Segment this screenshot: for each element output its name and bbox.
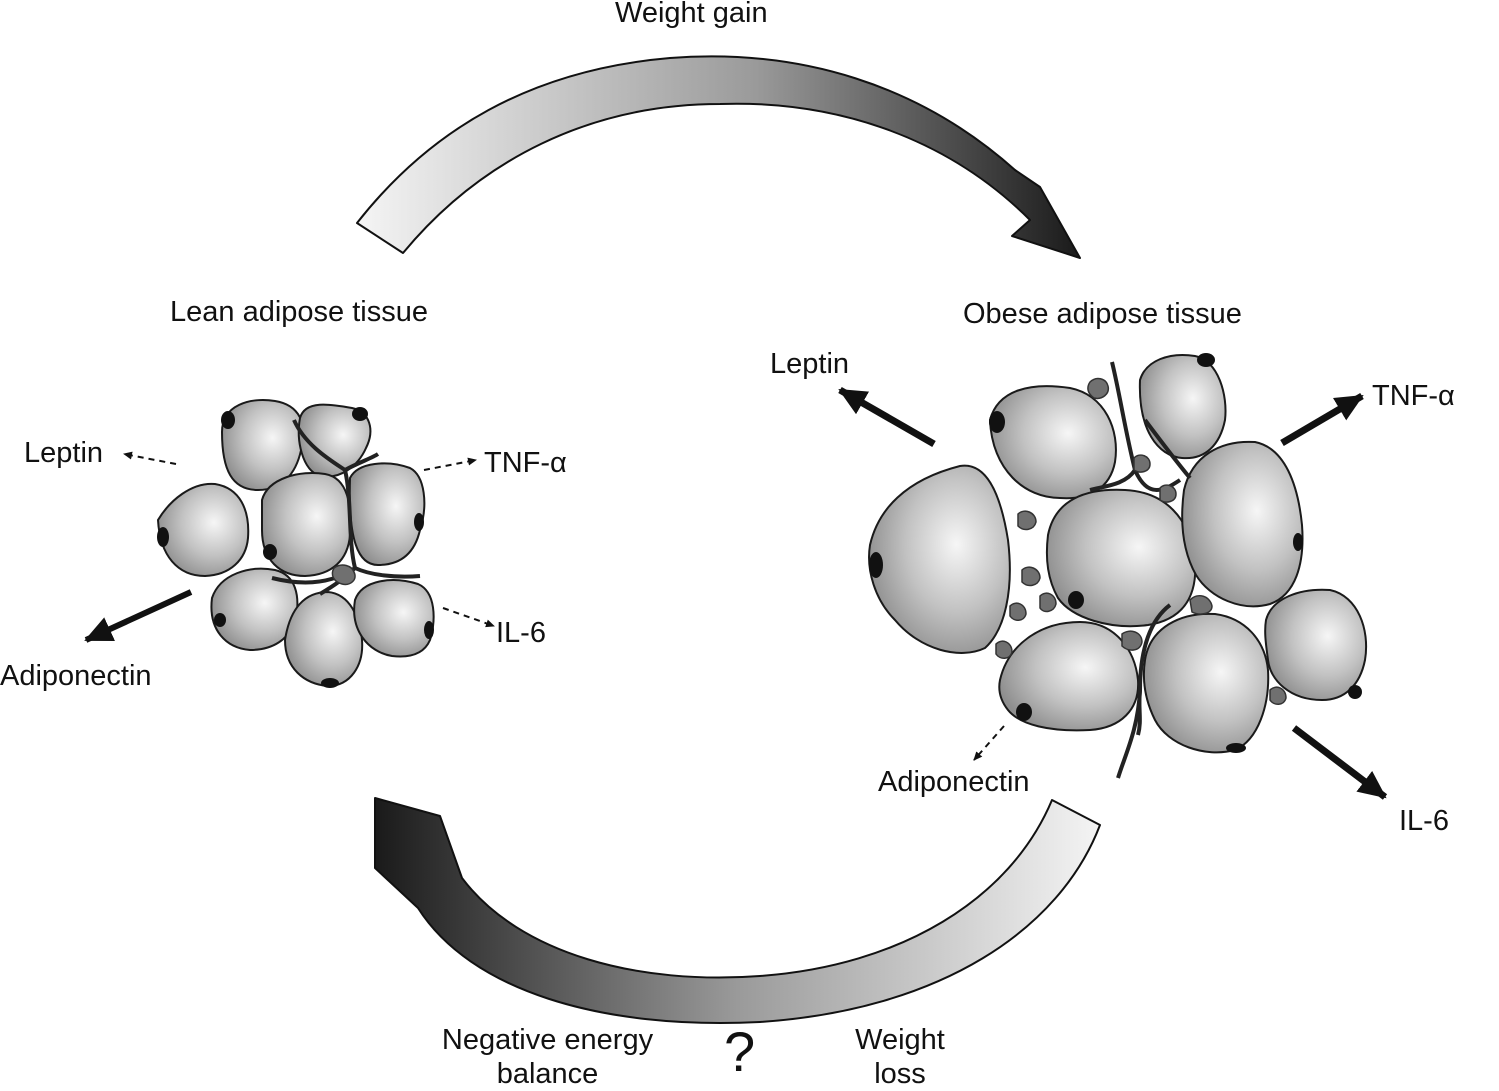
lean-adiponectin-arrow <box>84 589 193 643</box>
obese-vessel <box>1089 468 1137 492</box>
lean-leptin-arrow <box>123 451 177 465</box>
obese-adiponectin-arrow <box>973 725 1005 761</box>
lean-cell <box>297 403 372 478</box>
obese-macrophages <box>995 377 1287 705</box>
lean-adipose-cluster <box>156 399 435 688</box>
obese-il6-arrow <box>1291 725 1388 800</box>
weight-loss-arrow <box>374 797 1101 1024</box>
lean-cell <box>353 579 435 658</box>
negative-energy-line1: Negative energy <box>441 1024 654 1056</box>
obese-cell <box>1138 354 1227 460</box>
lean-cell <box>156 482 250 578</box>
weight-loss-line1: Weight <box>855 1024 945 1056</box>
obese-il6-label: IL-6 <box>1399 805 1449 837</box>
lean-cell <box>348 462 426 567</box>
weight-gain-label: Weight gain <box>615 0 768 29</box>
lean-cell <box>261 472 352 578</box>
lean-cell <box>283 590 364 688</box>
obese-adipose-cluster <box>868 353 1367 779</box>
obese-leptin-arrow <box>838 386 936 448</box>
obese-nuclei <box>869 353 1362 753</box>
negative-energy-label: Negative energy balance <box>420 1023 675 1091</box>
obese-cell <box>988 385 1117 500</box>
lean-il6-label: IL-6 <box>496 617 546 649</box>
weight-gain-arrow <box>356 55 1081 259</box>
obese-tnf-arrow <box>1280 392 1364 447</box>
obese-vessel <box>1136 689 1142 736</box>
obese-cell <box>998 620 1140 732</box>
lean-vessel <box>271 419 358 585</box>
obese-adiponectin-label: Adiponectin <box>878 766 1030 798</box>
negative-energy-line2: balance <box>496 1058 599 1090</box>
obese-leptin-label: Leptin <box>770 348 850 380</box>
question-mark: ? <box>724 1020 756 1083</box>
obese-cell <box>1181 440 1304 608</box>
lean-il6-arrow <box>442 607 495 628</box>
obese-cell <box>1045 488 1197 628</box>
lean-tnf-label: TNF-α <box>484 447 567 479</box>
obese-cell <box>868 464 1011 654</box>
lean-tissue-title: Lean adipose tissue <box>170 296 428 328</box>
obese-vessel <box>1143 418 1192 480</box>
lean-macrophage <box>331 564 356 586</box>
lean-vessel <box>354 566 421 579</box>
obese-tnf-label: TNF-α <box>1372 380 1455 412</box>
lean-vessel <box>344 452 380 472</box>
weight-loss-label: Weight loss <box>835 1023 965 1091</box>
lean-tnf-arrow <box>423 457 477 471</box>
weight-loss-line2: loss <box>874 1058 926 1090</box>
lean-adiponectin-label: Adiponectin <box>0 660 152 692</box>
obese-cell <box>1264 588 1367 702</box>
lean-nuclei <box>157 407 434 688</box>
lean-leptin-label: Leptin <box>24 437 104 469</box>
obese-cell <box>1142 612 1270 754</box>
obese-tissue-title: Obese adipose tissue <box>963 298 1242 330</box>
